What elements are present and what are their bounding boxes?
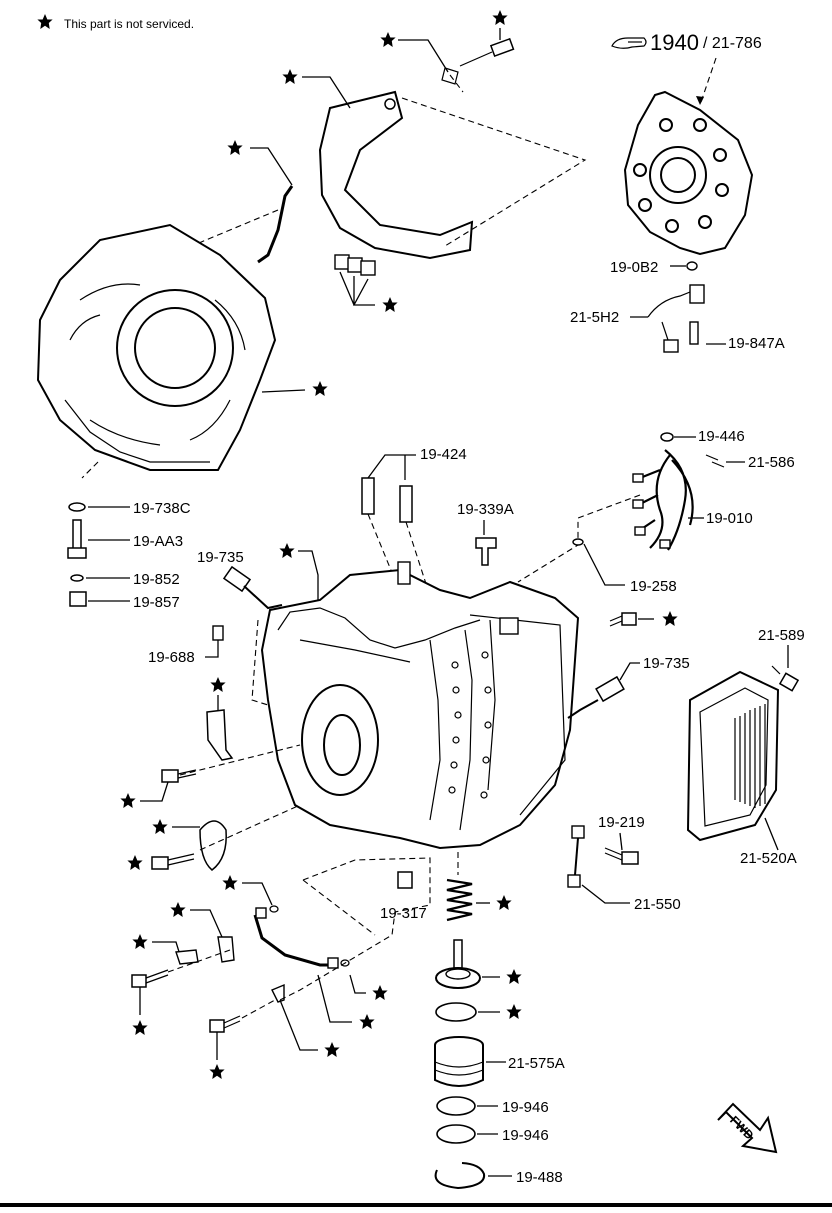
star-icon [279,543,295,558]
star-icon [382,297,398,312]
callout-19-0B2: 19-0B2 [610,259,658,276]
star-icon [210,677,226,692]
star-icon [324,1042,340,1057]
callout-19-AA3: 19-AA3 [133,533,183,550]
callout-21-586: 21-586 [748,454,795,471]
bolt-left-3 [131,969,169,988]
bolt-right-1 [609,612,637,627]
star-icon [120,793,136,808]
star-icon [380,32,396,47]
callout-19-317: 19-317 [380,905,427,922]
callout-19-738C: 19-738C [133,500,191,517]
callout-19-488: 19-488 [516,1169,563,1186]
star-icon [662,611,678,626]
piston [435,939,481,989]
callout-19-857: 19-857 [133,594,180,611]
clips [334,254,376,276]
callout-21-5H2: 21-5H2 [570,309,619,326]
fwd-arrow-icon: FWD [717,1102,778,1154]
callout-19-847A: 19-847A [728,335,785,352]
callout-19-946-a: 19-946 [502,1099,549,1116]
bolt-left-2 [151,853,195,870]
bolt-right-2 [771,665,800,692]
legend-text: This part is not serviced. [64,17,194,31]
bolt-left-4 [209,1015,241,1033]
oil-pump-cover [623,90,754,256]
bolt-top [459,37,515,67]
callout-21-520A: 21-520A [740,850,797,867]
star-icon [127,855,143,870]
star-icon [132,1020,148,1035]
star-icon [209,1064,225,1079]
speed-sensor [567,825,585,888]
bolt-right-3 [604,847,639,865]
callout-19-339A: 19-339A [457,501,514,518]
transaxle-case [260,561,580,850]
star-icon [152,819,168,834]
star-icon [227,140,243,155]
star-icon [359,1014,375,1029]
callout-21-589: 21-589 [758,627,805,644]
star-icon [282,69,298,84]
reference-main: 1940 [650,30,699,55]
star-icon [312,381,328,396]
callout-21-550: 21-550 [634,896,681,913]
star-icon [492,10,508,25]
callout-19-735-left: 19-735 [197,549,244,566]
spring [446,878,473,922]
star-icon [506,969,522,984]
callout-19-946-b: 19-946 [502,1127,549,1144]
callout-21-575A: 21-575A [508,1055,565,1072]
callout-19-424: 19-424 [420,446,467,463]
callout-19-446: 19-446 [698,428,745,445]
callout-19-852: 19-852 [133,571,180,588]
legend-star-icon [37,14,53,29]
star-icon [496,895,512,910]
reference-sub: / 21-786 [703,35,762,52]
converter-housing [36,223,277,471]
star-icon [132,934,148,949]
callout-19-010: 19-010 [706,510,753,527]
callout-19-258: 19-258 [630,578,677,595]
wire-harness [632,449,694,551]
accumulator [434,1036,484,1087]
callout-19-735-right: 19-735 [643,655,690,672]
star-icon [170,902,186,917]
heat-shield [318,90,474,260]
callout-19-688: 19-688 [148,649,195,666]
star-icon [222,875,238,890]
bolt-left-1 [161,769,197,783]
star-icon [372,985,388,1000]
callout-19-219: 19-219 [598,814,645,831]
reference-hand-icon [611,37,647,49]
star-icon [506,1004,522,1019]
oil-pan [686,670,780,842]
